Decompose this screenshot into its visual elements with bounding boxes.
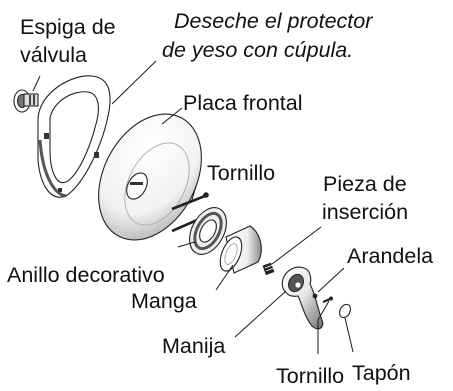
label-plug: Tapón — [352, 361, 411, 385]
insert-rib-2 — [265, 267, 275, 272]
insert-rib-1 — [264, 264, 274, 269]
face-plate-slot — [130, 182, 143, 185]
insert-part — [262, 262, 275, 276]
leader-screw-upper — [190, 185, 197, 204]
handle-part — [281, 266, 324, 330]
leader-screw-lower-b — [317, 300, 330, 321]
screw-upper-head — [203, 192, 209, 198]
plaster-guard-dome — [37, 75, 111, 198]
face-plate-center-hole — [126, 172, 148, 200]
leader-valve-stem — [32, 75, 41, 92]
dome-tab-3 — [58, 188, 62, 192]
label-washer: Arandela — [347, 244, 433, 268]
label-valve-stem-line-2: válvula — [20, 43, 87, 67]
dome-tab-1 — [44, 133, 49, 139]
leader-discard-note — [111, 60, 157, 105]
label-screw-upper: Tornillo — [207, 161, 275, 185]
label-face-plate: Placa frontal — [183, 91, 303, 115]
leader-washer — [317, 267, 345, 293]
sleeve-part — [219, 225, 262, 274]
label-valve-stem-line-1: Espiga de — [20, 15, 116, 39]
leader-handle — [234, 290, 287, 338]
trim-ring-inner — [199, 219, 217, 243]
face-plate-dome-shade — [124, 142, 190, 226]
label-handle: Manija — [162, 334, 225, 358]
handle-screw-head — [329, 296, 333, 301]
trim-ring-band — [193, 211, 223, 251]
screw-upper-shaft — [171, 194, 206, 211]
dome-edge-shadow — [38, 139, 67, 198]
handle-hub — [288, 273, 304, 293]
label-sleeve: Manga — [131, 289, 197, 313]
washer-part — [312, 293, 318, 299]
label-trim-ring: Anillo decorativo — [7, 263, 165, 287]
leader-plug — [344, 317, 354, 353]
note-discard-line-1: Deseche el protector — [174, 9, 373, 33]
label-screw-lower: Tornillo — [276, 364, 344, 388]
leader-trim-ring — [177, 241, 196, 248]
handle-hole — [295, 282, 301, 288]
small-hardware — [312, 293, 352, 319]
leader-face-plate — [161, 107, 183, 125]
trim-ring-part — [189, 207, 227, 255]
handle-screw-shaft — [322, 297, 331, 304]
plug-part — [338, 303, 352, 319]
leader-lines — [32, 60, 354, 354]
dome-inner-rim — [49, 91, 99, 184]
valve-stem-spline-2 — [33, 95, 35, 105]
sleeve-opening — [224, 243, 238, 265]
label-insert-line-1: Pieza de — [323, 172, 407, 196]
leader-sleeve — [215, 264, 234, 291]
valve-stem-spline-1 — [29, 95, 31, 105]
note-discard-line-2: de yeso con cúpula. — [162, 38, 353, 62]
valve-stem-part — [13, 89, 39, 113]
dome-tab-2 — [94, 152, 99, 158]
label-insert-line-2: inserción — [322, 200, 408, 224]
leader-insert — [271, 226, 322, 265]
